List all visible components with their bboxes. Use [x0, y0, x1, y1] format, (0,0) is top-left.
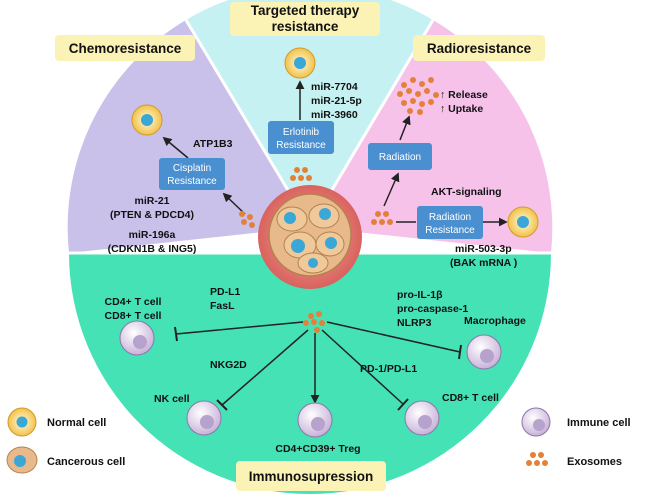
mir503-label: miR-503-3p [455, 243, 512, 255]
bak-mrna-label: (BAK mRNA ) [450, 257, 517, 269]
atp1b3-label: ATP1B3 [193, 138, 233, 150]
svg-text:Immune cell: Immune cell [567, 417, 631, 429]
uptake-label: ↑ Uptake [440, 103, 483, 115]
svg-text:Radioresistance: Radioresistance [427, 41, 532, 56]
mir21-targets: (PTEN & PDCD4) [110, 209, 194, 221]
erlotinib-resistance-box: Erlotinib Resistance [268, 121, 334, 154]
immune-cell-nk [186, 400, 222, 436]
normal-cell-targeted [284, 47, 316, 79]
immunosuppression-sector [69, 253, 551, 494]
targeted-therapy-sector [186, 0, 433, 227]
macrophage-label: Macrophage [464, 315, 526, 327]
immune-cell-t-cells [119, 320, 155, 356]
svg-text:Resistance: Resistance [425, 225, 475, 236]
release-label: ↑ Release [440, 89, 488, 101]
svg-text:Radiation: Radiation [429, 212, 471, 223]
pro-caspase1-label: pro-caspase-1 [397, 303, 468, 315]
legend-cancerous-cell: Cancerous cell [6, 446, 125, 474]
pro-il1b-label: pro-IL-1β [397, 289, 443, 301]
svg-text:Radiation: Radiation [379, 152, 421, 163]
exosomes-immuno [303, 311, 325, 333]
treg-label: CD4+CD39+ Treg [275, 443, 360, 455]
svg-text:Immunosupression: Immunosupression [249, 469, 374, 484]
chemoresistance-sector [67, 20, 310, 253]
tumor-cluster [258, 185, 362, 289]
pd-l1-label: PD-L1 [210, 286, 240, 298]
svg-text:resistance: resistance [272, 19, 339, 34]
svg-text:Cancerous cell: Cancerous cell [47, 456, 125, 468]
svg-text:Cisplatin: Cisplatin [173, 163, 211, 174]
mir7704-label: miR-7704 [311, 81, 358, 93]
svg-text:Targeted therapy: Targeted therapy [251, 3, 360, 18]
radiation-resistance-box: Radiation Resistance [417, 206, 483, 239]
mir3960-label: miR-3960 [311, 109, 358, 121]
nkg2d-label: NKG2D [210, 359, 247, 371]
pd1-pd-l1-label: PD-1/PD-L1 [360, 363, 417, 375]
immune-cell-cd8 [404, 400, 440, 436]
svg-text:Resistance: Resistance [167, 176, 217, 187]
exosomes-chemo [239, 211, 255, 228]
cd8-t-cell-label: CD8+ T cell [105, 310, 162, 322]
immune-cell-treg [297, 402, 333, 438]
svg-text:Normal cell: Normal cell [47, 417, 106, 429]
svg-text:Erlotinib: Erlotinib [283, 127, 320, 138]
mir196a-label: miR-196a [129, 229, 176, 241]
immunosuppression-title: Immunosupression [236, 461, 386, 491]
normal-cell-radio [507, 206, 539, 238]
nk-cell-label: NK cell [154, 393, 190, 405]
mir21-5p-label: miR-21-5p [311, 95, 362, 107]
mir21-label: miR-21 [134, 195, 169, 207]
akt-signaling-label: AKT-signaling [431, 186, 502, 198]
legend-normal-cell: Normal cell [7, 407, 106, 437]
svg-text:Resistance: Resistance [276, 140, 326, 151]
legend-exosomes: Exosomes [526, 452, 622, 468]
radioresistance-sector [310, 20, 553, 253]
radioresistance-title: Radioresistance [413, 35, 545, 61]
legend-immune-cell: Immune cell [521, 407, 631, 437]
fasl-label: FasL [210, 300, 235, 312]
svg-text:Chemoresistance: Chemoresistance [69, 41, 182, 56]
radiation-box: Radiation [368, 143, 432, 170]
cd4-t-cell-label: CD4+ T cell [105, 296, 162, 308]
targeted-therapy-title: Targeted therapy resistance [230, 2, 380, 36]
svg-text:Exosomes: Exosomes [567, 456, 622, 468]
exosomes-targeted [290, 167, 312, 181]
normal-cell-chemo [131, 104, 163, 136]
exosomes-radio [371, 211, 393, 225]
nlrp3-label: NLRP3 [397, 317, 432, 329]
mir196a-targets: (CDKN1B & ING5) [108, 243, 197, 255]
chemoresistance-title: Chemoresistance [55, 35, 195, 61]
immune-cell-macrophage [466, 334, 502, 370]
cd8-t-cell-right-label: CD8+ T cell [442, 392, 499, 404]
exosome-burst [397, 77, 439, 115]
cisplatin-resistance-box: Cisplatin Resistance [159, 158, 225, 190]
